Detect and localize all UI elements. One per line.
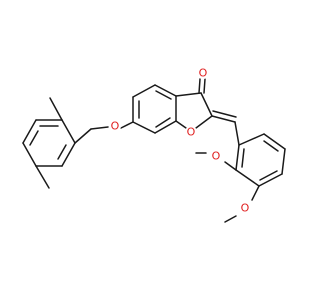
oxygen-label-meta-methoxy: O <box>239 202 251 215</box>
exocyclic-double-bond <box>211 110 240 146</box>
oxygen-label-furan: O <box>185 126 197 139</box>
benzyl-linker <box>74 121 134 144</box>
oxygen-label-ortho-methoxy: O <box>210 150 222 163</box>
carbonyl-oxygen-text: O <box>199 67 208 80</box>
benzofuranone-benzene-ring <box>132 84 177 134</box>
ether-oxygen-text: O <box>111 120 120 133</box>
methoxy-groups <box>195 152 260 223</box>
dimethylbenzyl-ring <box>22 119 76 167</box>
methyl-groups <box>35 97 63 189</box>
ortho-methoxy-oxygen-text: O <box>212 150 221 163</box>
furan-oxygen-text: O <box>187 126 196 139</box>
oxygen-label-ether: O <box>109 120 121 133</box>
oxygen-label-carbonyl: O <box>197 67 209 80</box>
meta-methoxy-oxygen-text: O <box>241 202 250 215</box>
furanone-ring <box>175 78 213 129</box>
structure-drawing: O O O O O <box>22 67 286 223</box>
dimethoxyphenyl-ring <box>235 133 286 187</box>
